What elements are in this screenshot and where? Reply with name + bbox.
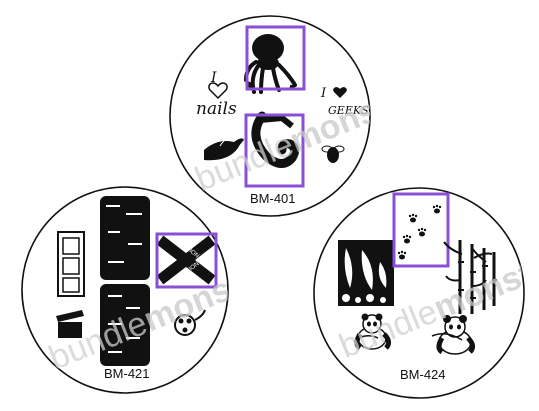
paw-icon bbox=[417, 227, 427, 237]
i-love-geeks-design: I GEEKS bbox=[320, 86, 369, 117]
plate-bm-401-label: BM-401 bbox=[250, 191, 296, 206]
film-reel-design bbox=[174, 309, 206, 336]
plate-bm-421: CAUTION CAUTION BM-421 bundlemonster bbox=[21, 186, 229, 394]
tentacle-design bbox=[251, 111, 300, 168]
i-love-nails-i: I bbox=[210, 70, 217, 86]
plate-bm-424: BM-424 bundlemonster bbox=[313, 187, 525, 399]
bamboo-design bbox=[443, 240, 497, 314]
plate-bm-401: I nails I GEEKS BM-401 bundlemonster bbox=[169, 15, 371, 217]
heart-icon bbox=[208, 82, 228, 100]
paw-icon bbox=[432, 204, 442, 214]
paw-prints-design bbox=[397, 204, 442, 260]
tentacle-highlight-box bbox=[244, 113, 305, 188]
i-love-nails-word: nails bbox=[196, 99, 237, 119]
i-love-geeks-word: GEEKS bbox=[328, 104, 369, 117]
i-love-geeks-i: I bbox=[320, 86, 327, 101]
heart-icon bbox=[333, 87, 347, 98]
clapperboard-design bbox=[56, 310, 84, 338]
plate-bm-424-label: BM-424 bbox=[400, 367, 446, 382]
paw-icon bbox=[397, 250, 407, 260]
caution-tape-highlight-box bbox=[155, 232, 218, 289]
bird-design bbox=[204, 133, 244, 161]
candy-hearts-lower-design bbox=[100, 284, 150, 366]
paw-prints-highlight-box bbox=[392, 192, 450, 268]
panda-design-left bbox=[353, 313, 392, 351]
i-love-nails-design: I nails bbox=[196, 70, 237, 119]
paw-icon bbox=[402, 234, 412, 244]
bee-design bbox=[321, 145, 345, 163]
octopus-design bbox=[244, 34, 297, 94]
octopus-highlight-box bbox=[245, 25, 306, 91]
film-strip-design bbox=[57, 231, 85, 297]
plate-bm-421-label: BM-421 bbox=[104, 366, 150, 381]
panda-design-right bbox=[431, 315, 476, 355]
candy-hearts-upper-design bbox=[100, 196, 150, 280]
abstract-leaves-design bbox=[338, 240, 394, 306]
paw-icon bbox=[408, 213, 418, 223]
